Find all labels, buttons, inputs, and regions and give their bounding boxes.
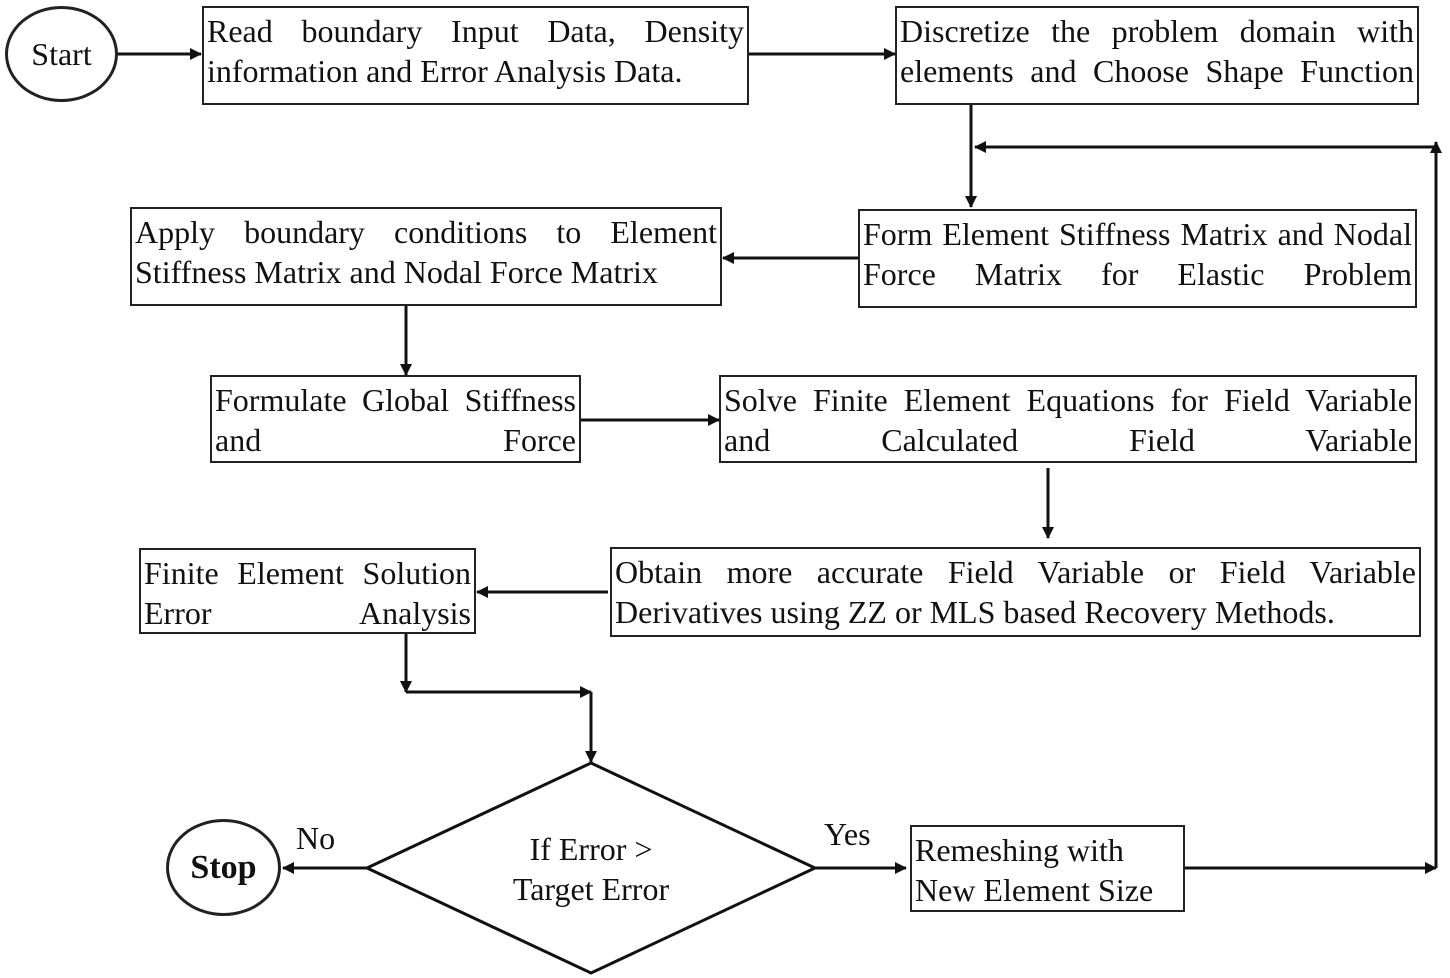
- read-input-box: Read boundary Input Data, Density inform…: [202, 6, 749, 105]
- decision-diamond: [363, 761, 819, 975]
- no-label: No: [296, 820, 336, 856]
- error-analysis-box: Finite Element Solution Error Analysis: [139, 548, 476, 634]
- decision-line-2: Target Error: [512, 871, 670, 907]
- remeshing-box: Remeshing with New Element Size: [910, 825, 1185, 912]
- discretize-box: Discretize the problem domain with eleme…: [895, 6, 1419, 105]
- yes-label: Yes: [824, 816, 871, 852]
- start-label: Start: [31, 35, 92, 72]
- decision-line-1: If Error >: [529, 831, 653, 867]
- start-terminal: Start: [5, 6, 118, 102]
- solve-fe-box: Solve Finite Element Equations for Field…: [719, 375, 1417, 463]
- stop-terminal: Stop: [166, 819, 281, 916]
- apply-bc-box: Apply boundary conditions to Element Sti…: [130, 207, 722, 306]
- stop-label: Stop: [190, 848, 257, 886]
- decision-text: If Error > Target Error: [468, 829, 714, 909]
- obtain-accurate-box: Obtain more accurate Field Variable or F…: [610, 547, 1421, 637]
- formulate-global-box: Formulate Global Stiffness and Force: [210, 375, 581, 463]
- form-stiffness-box: Form Element Stiffness Matrix and Nodal …: [858, 209, 1417, 308]
